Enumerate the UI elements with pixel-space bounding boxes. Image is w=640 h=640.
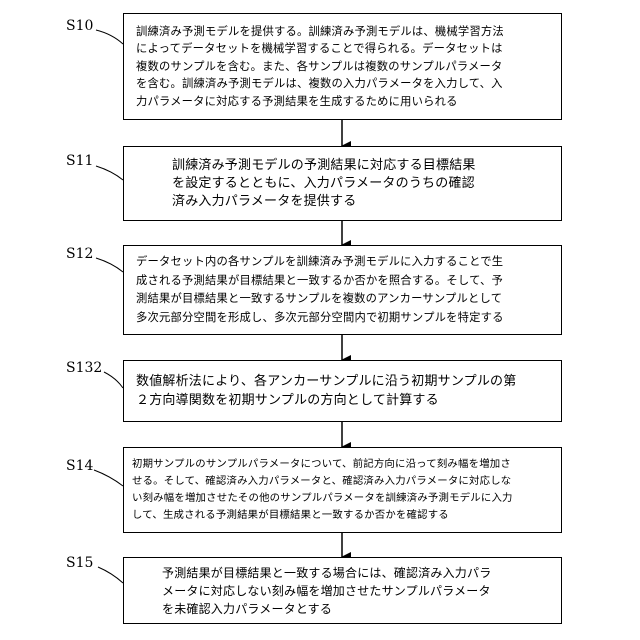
leader-s10 [96,30,123,44]
step-text-s12: データセット内の各サンプルを訓練済み予測モデルに入力することで生 成される予測結… [136,253,504,327]
step-text-s10: 訓練済み予測モデルを提供する。訓練済み予測モデルは、機械学習方法 によってデータ… [136,23,504,111]
step-box-s11: 訓練済み予測モデルの予測結果に対応する目標結果 を設定するとともに、入力パラメー… [123,146,562,221]
step-box-s12: データセット内の各サンプルを訓練済み予測モデルに入力することで生 成される予測結… [123,245,562,335]
step-text-s14: 初期サンプルのサンプルパラメータについて、前記方向に沿って刻み幅を増加さ せる。… [132,456,513,524]
step-label-s12: S12 [66,246,93,262]
step-box-s10: 訓練済み予測モデルを提供する。訓練済み予測モデルは、機械学習方法 によってデータ… [123,13,562,120]
step-label-s14: S14 [66,458,93,474]
leader-s12 [96,258,123,272]
step-text-s15: 予測結果が目標結果と一致する場合には、確認済み入力パラ メータに対応しない刻み幅… [162,564,491,618]
leader-s14 [94,470,123,486]
step-label-s132: S132 [66,360,102,376]
step-box-s132: 数値解析法により、各アンカーサンプルに沿う初期サンプルの第 ２方向導関数を初期サ… [123,360,562,422]
leader-s132 [104,372,123,388]
step-label-s15: S15 [66,555,93,571]
step-box-s14: 初期サンプルのサンプルパラメータについて、前記方向に沿って刻み幅を増加さ せる。… [123,447,562,533]
leader-s15 [98,567,123,583]
step-text-s132: 数値解析法により、各アンカーサンプルに沿う初期サンプルの第 ２方向導関数を初期サ… [136,372,516,410]
step-box-s15: 予測結果が目標結果と一致する場合には、確認済み入力パラ メータに対応しない刻み幅… [123,557,562,624]
step-label-s10: S10 [66,18,93,34]
leader-s11 [96,166,123,180]
step-text-s11: 訓練済み予測モデルの予測結果に対応する目標結果 を設定するとともに、入力パラメー… [172,157,476,211]
step-label-s11: S11 [66,153,93,169]
